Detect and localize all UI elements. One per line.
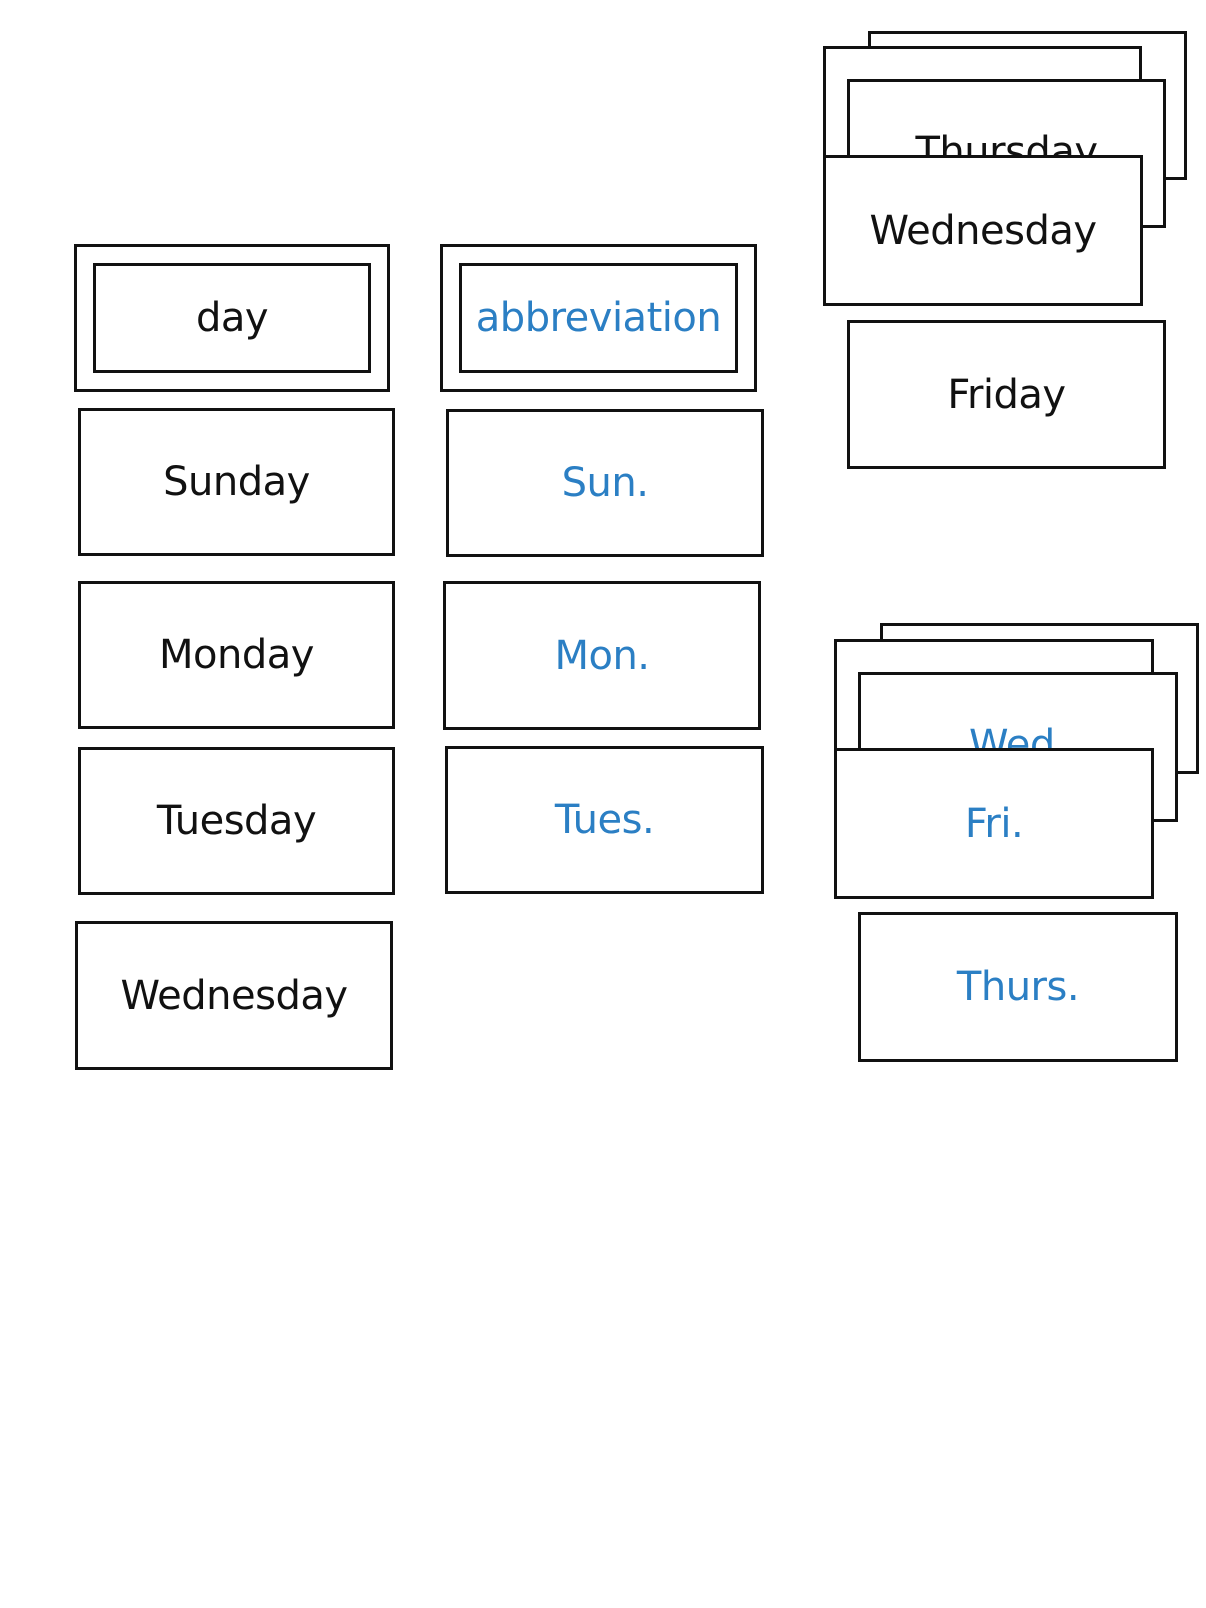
day-card-wednesday[interactable]: Wednesday: [75, 921, 393, 1070]
day-header-label: day: [195, 295, 269, 341]
stacked-day-card-wednesday[interactable]: Wednesday: [823, 155, 1143, 306]
day-card-label: Wednesday: [869, 207, 1097, 254]
day-card-monday[interactable]: Monday: [78, 581, 395, 729]
abbrev-card-label: Fri.: [964, 800, 1024, 847]
abbrev-card-label: Tues.: [554, 797, 655, 843]
loose-abbrev-card-thurs[interactable]: Thurs.: [858, 912, 1178, 1062]
day-header-inner-frame: day: [93, 263, 371, 373]
day-card-sunday[interactable]: Sunday: [78, 408, 395, 556]
abbreviation-header-card[interactable]: abbreviation: [440, 244, 757, 392]
abbrev-card-label: Mon.: [554, 632, 650, 679]
abbrev-card-sun[interactable]: Sun.: [446, 409, 764, 557]
day-card-tuesday[interactable]: Tuesday: [78, 747, 395, 895]
day-card-label: Monday: [159, 632, 314, 678]
abbrev-card-mon[interactable]: Mon.: [443, 581, 761, 730]
day-card-label: Tuesday: [156, 798, 317, 844]
abbreviation-header-label: abbreviation: [475, 295, 722, 341]
stacked-abbrev-card-fri[interactable]: Fri.: [834, 748, 1154, 899]
day-card-label: Wednesday: [120, 972, 348, 1019]
abbreviation-header-inner-frame: abbreviation: [459, 263, 738, 373]
loose-day-card-friday[interactable]: Friday: [847, 320, 1166, 469]
day-card-label: Sunday: [163, 459, 310, 505]
abbrev-card-label: Sun.: [561, 460, 649, 506]
abbrev-card-label: Thurs.: [956, 964, 1080, 1010]
day-card-label: Friday: [947, 371, 1066, 418]
abbrev-card-tues[interactable]: Tues.: [445, 746, 764, 894]
day-header-card[interactable]: day: [74, 244, 390, 392]
